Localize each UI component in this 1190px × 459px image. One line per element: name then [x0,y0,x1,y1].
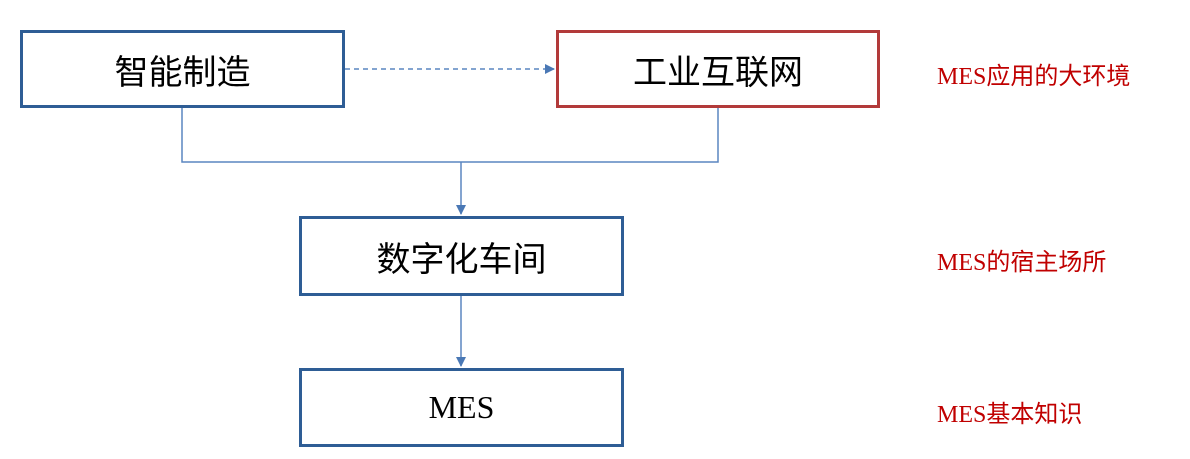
annotation-host: MES的宿主场所 [937,250,1107,276]
node-mes-label: MES [428,389,495,425]
annotation-basics: MES基本知识 [937,402,1083,428]
node-mes: MES [299,368,624,447]
annotation-environment: MES应用的大环境 [937,64,1131,90]
node-digital-workshop: 数字化车间 [299,216,624,296]
node-smart-manufacturing: 智能制造 [20,30,345,108]
node-industrial-internet-label: 工业互联网 [633,52,803,93]
node-smart-manufacturing-label: 智能制造 [114,52,251,93]
node-digital-workshop-label: 数字化车间 [376,239,547,280]
merge-connector [181,108,719,163]
node-industrial-internet: 工业互联网 [556,30,880,108]
